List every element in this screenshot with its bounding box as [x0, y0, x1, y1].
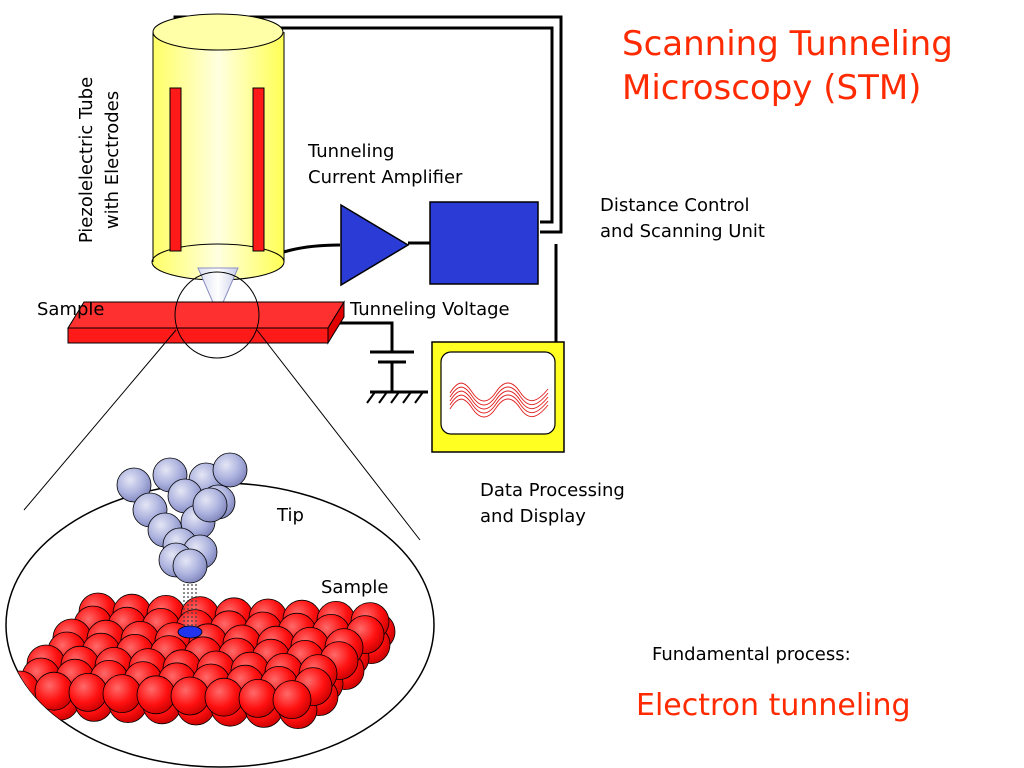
sample-atom	[102, 674, 142, 713]
magnifier-circle	[174, 271, 260, 359]
piezo-label-line-1: Piezolelectric Tube	[76, 76, 97, 244]
distance-control-label-line-1: Distance Control	[600, 195, 750, 216]
title-line-1: Scanning Tunneling	[622, 24, 953, 64]
magnifier-ray-right	[256, 329, 421, 541]
sample-atom	[272, 680, 312, 719]
ground-hatch	[366, 391, 424, 404]
amplifier-label-line-2: Current Amplifier	[308, 167, 463, 188]
amplifier-label-line-1: Tunneling	[308, 141, 395, 162]
sample-slab	[67, 300, 345, 345]
electron-tunneling-label: Electron tunneling	[636, 688, 911, 723]
sample-atom	[204, 677, 244, 717]
page-title: Scanning Tunneling Microscopy (STM)	[622, 22, 953, 110]
fundamental-process-label: Fundamental process:	[652, 644, 851, 665]
sample-label: Sample	[37, 299, 105, 320]
magnifier-ray-left	[23, 329, 177, 511]
tip-atom	[116, 467, 152, 503]
wire-sample-to-ground	[330, 321, 394, 352]
sample-atom	[68, 673, 108, 712]
amplifier-triangle	[340, 203, 410, 287]
piezo-label-line-2: with Electrodes	[102, 90, 123, 230]
tunneling-voltage-label: Tunneling Voltage	[350, 299, 510, 320]
sample-atom	[34, 671, 74, 711]
sample-atom-lattice	[6, 592, 396, 729]
tip-atom	[212, 452, 248, 488]
tip-atom	[192, 487, 228, 523]
sample-atom	[170, 676, 210, 716]
wire-inner-electrode	[256, 26, 554, 224]
display-waveform	[449, 382, 549, 418]
tip-label: Tip	[277, 505, 304, 526]
zoom-sample-label: Sample	[321, 577, 389, 598]
data-processing-label-line-1: Data Processing	[480, 480, 625, 501]
tip-atom	[172, 548, 208, 584]
electrode-left	[169, 87, 182, 252]
tip-atom-cluster	[116, 452, 248, 584]
distance-control-label-line-2: and Scanning Unit	[600, 221, 765, 242]
electrode-right	[252, 87, 265, 252]
tunneling-spot	[177, 625, 203, 639]
sample-atom	[136, 675, 176, 715]
sample-atom	[238, 679, 278, 718]
title-line-2: Microscopy (STM)	[622, 68, 922, 108]
data-processing-label-line-2: and Display	[480, 506, 586, 527]
distance-control-unit	[429, 201, 539, 285]
scanning-tip	[197, 267, 239, 316]
